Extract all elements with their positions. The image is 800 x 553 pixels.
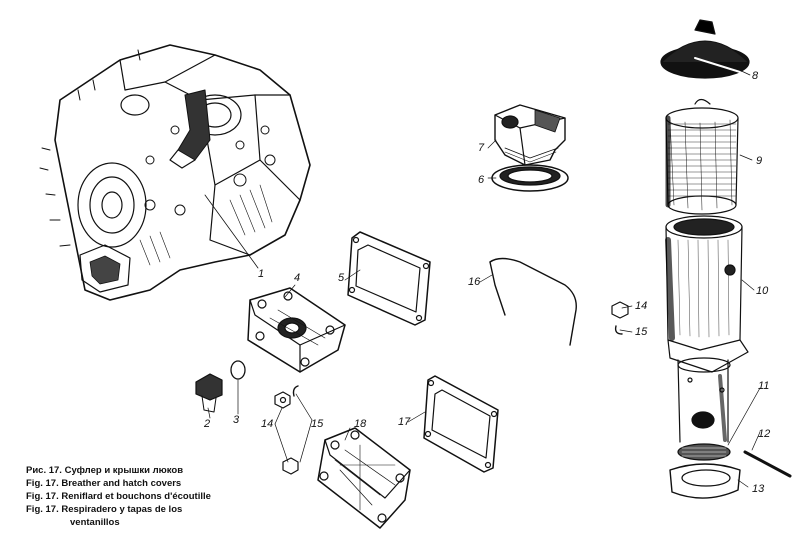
gasket	[347, 231, 431, 326]
filter-element	[665, 98, 739, 215]
part-label-16: 16	[468, 276, 481, 288]
part-label-7: 7	[478, 142, 485, 154]
caption-english: Fig. 17. Breather and hatch covers	[26, 478, 182, 489]
breather-housing	[665, 215, 749, 499]
pin	[743, 450, 792, 478]
caption-spanish: Fig. 17. Respiradero y tapas de los	[26, 504, 183, 515]
part-label-15-washer-left: 15	[311, 418, 324, 430]
lower-hatch-cover	[317, 427, 411, 529]
leader-lines	[207, 67, 761, 488]
part-label-8: 8	[752, 70, 759, 82]
part-label-1: 1	[258, 268, 265, 280]
part-label-3: 3	[233, 414, 240, 426]
part-label-14-nut-right: 14	[635, 300, 648, 312]
figure-caption: Рис. 17. Суфлер и крышки люков Fig. 17. …	[26, 464, 286, 529]
caption-spanish-continuation: ventanillos	[70, 517, 120, 528]
part-label-2: 2	[204, 418, 211, 430]
part-label-13: 13	[752, 483, 765, 495]
part-label-18: 18	[354, 418, 367, 430]
hatch-cover	[247, 287, 346, 373]
caption-russian: Рис. 17. Суфлер и крышки люков	[26, 465, 184, 476]
part-label-15-washer-right: 15	[635, 326, 648, 338]
part-label-4: 4	[294, 272, 301, 284]
part-label-14-nut-left: 14	[261, 418, 274, 430]
plug-and-ring	[195, 360, 246, 413]
breather-body	[491, 104, 569, 192]
part-label-10: 10	[756, 285, 769, 297]
gearbox-housing	[39, 44, 311, 301]
wire-clip	[489, 257, 577, 346]
part-label-17: 17	[398, 416, 411, 428]
part-label-5: 5	[338, 272, 345, 284]
nuts-washers	[274, 301, 629, 475]
lower-gasket	[423, 375, 499, 473]
part-label-12: 12	[758, 428, 771, 440]
part-label-9: 9	[756, 155, 763, 167]
caption-french: Fig. 17. Reniflard et bouchons d'écoutil…	[26, 491, 211, 502]
part-label-11: 11	[758, 380, 770, 392]
breather-cap	[660, 19, 750, 79]
part-label-6: 6	[478, 174, 485, 186]
